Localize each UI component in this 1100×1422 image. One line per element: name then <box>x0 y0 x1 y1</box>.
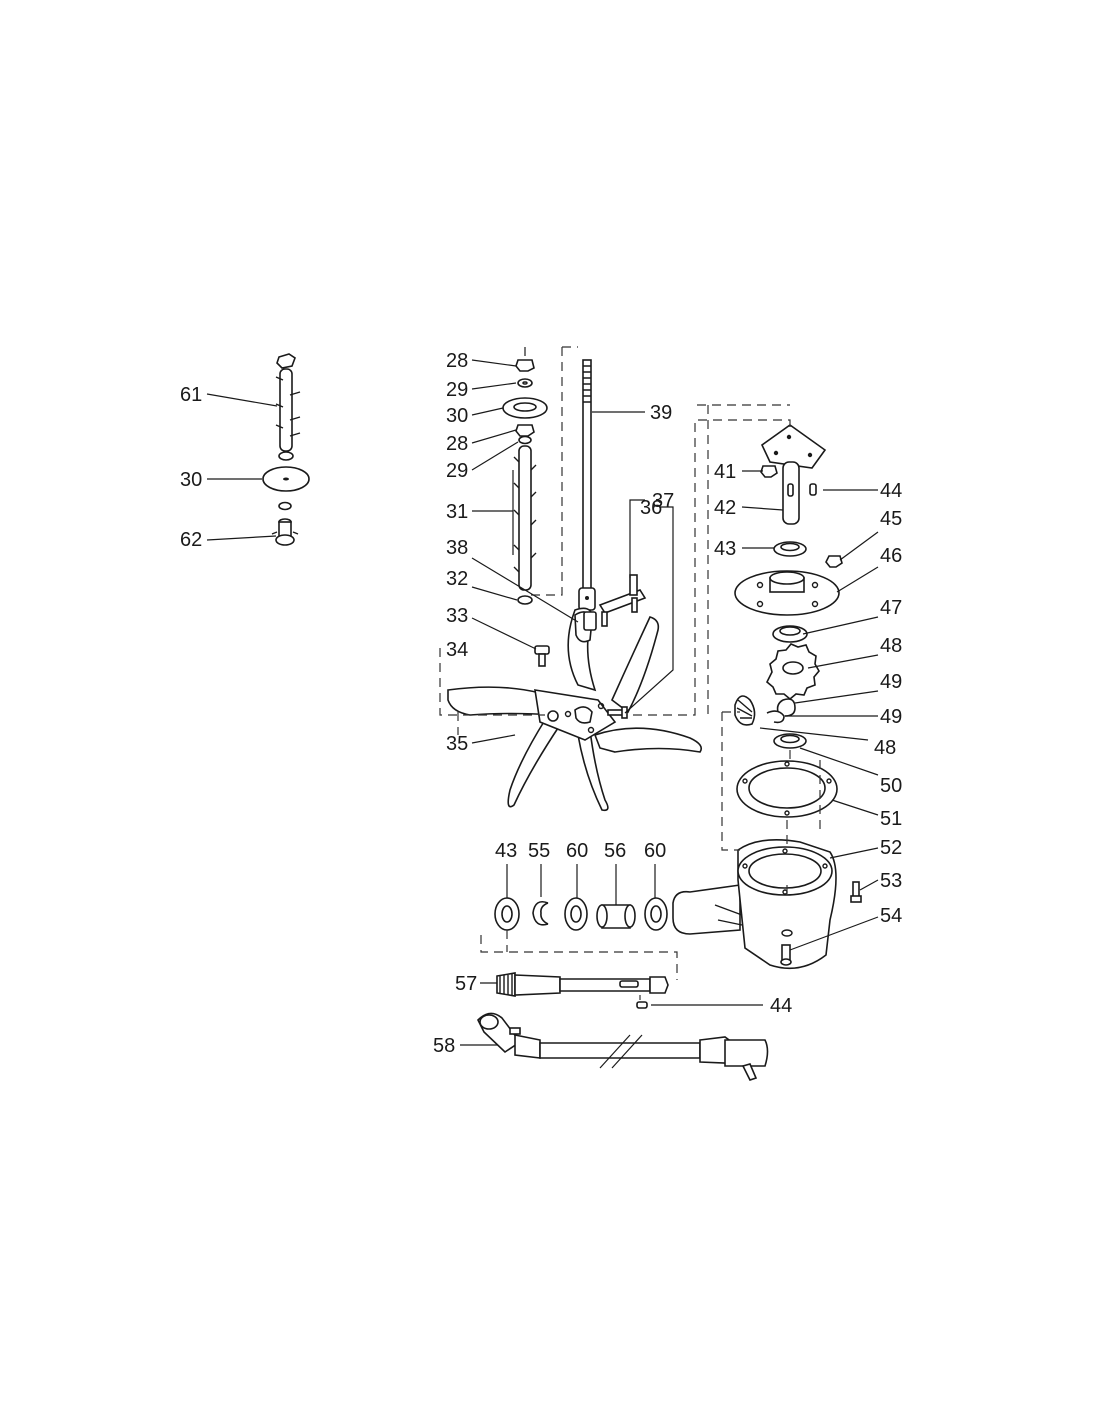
nut-45 <box>825 555 843 568</box>
bolt-36 <box>607 706 628 719</box>
hinge-32 <box>583 611 597 631</box>
part-30-disc <box>262 466 310 492</box>
callout-37: 37 <box>652 490 674 512</box>
callout-58: 58 <box>433 1035 455 1057</box>
part-57-input-shaft <box>496 972 669 997</box>
callout-57: 57 <box>455 973 477 995</box>
callout-60: 60 <box>566 840 588 862</box>
callout-52: 52 <box>880 837 902 859</box>
callout-28: 28 <box>446 350 468 372</box>
nut <box>515 359 535 372</box>
part-62-hub <box>271 518 299 546</box>
seal-43 <box>773 541 807 557</box>
tine-blade <box>577 728 609 812</box>
callout-31: 31 <box>446 501 468 523</box>
bolt-53 <box>850 881 862 903</box>
callout-41: 41 <box>714 461 736 483</box>
part-39-rod <box>578 359 596 611</box>
callout-43: 43 <box>495 840 517 862</box>
callout-29: 29 <box>446 379 468 401</box>
callout-labels: 61 30 62 28 29 30 28 29 31 38 32 33 34 3… <box>180 350 902 1057</box>
gearbox-stack <box>672 424 862 970</box>
callout-47: 47 <box>880 597 902 619</box>
bearing-60a <box>564 897 588 931</box>
callout-60: 60 <box>644 840 666 862</box>
callout-42: 42 <box>714 497 736 519</box>
part-61-shaft <box>275 353 301 452</box>
callout-30: 30 <box>446 405 468 427</box>
seal-43b <box>494 897 520 931</box>
callout-44: 44 <box>770 995 792 1017</box>
dashed-guide-lines <box>439 346 821 1000</box>
callout-49: 49 <box>880 671 902 693</box>
callout-48: 48 <box>874 737 896 759</box>
callout-29: 29 <box>446 460 468 482</box>
tine-blade <box>507 719 562 808</box>
washer <box>278 501 292 511</box>
callout-62: 62 <box>180 529 202 551</box>
tine-blade <box>611 616 660 714</box>
callout-44: 44 <box>880 480 902 502</box>
washer <box>517 378 533 388</box>
bolt-33 <box>534 645 550 667</box>
part-42-flange-shaft <box>760 424 827 525</box>
callout-33: 33 <box>446 605 468 627</box>
washer <box>278 451 294 461</box>
callout-51: 51 <box>880 808 902 830</box>
bolt-54 <box>780 944 792 966</box>
callout-50: 50 <box>880 775 902 797</box>
callout-35: 35 <box>446 733 468 755</box>
bearing-60b <box>644 897 668 931</box>
callout-48: 48 <box>880 635 902 657</box>
callout-53: 53 <box>880 870 902 892</box>
part-46-plate <box>734 570 840 616</box>
bottom-row <box>494 897 668 931</box>
callout-30: 30 <box>180 469 202 491</box>
washer <box>518 435 532 445</box>
clip <box>574 706 593 724</box>
part-31-tine-shaft <box>513 445 537 591</box>
tine-blade <box>447 686 562 716</box>
callout-56: 56 <box>604 840 626 862</box>
leader-lines <box>206 359 879 1046</box>
part-52-gear-housing <box>672 838 837 970</box>
spacer-56 <box>596 904 636 929</box>
bearing-47 <box>772 625 808 643</box>
callout-34: 34 <box>446 639 468 661</box>
circlip-49b <box>766 710 785 724</box>
callout-32: 32 <box>446 568 468 590</box>
callout-49: 49 <box>880 706 902 728</box>
washer <box>517 595 533 605</box>
gear-48-bevel <box>734 695 756 726</box>
tine-blade <box>593 727 703 753</box>
nut <box>515 424 535 437</box>
callout-55: 55 <box>528 840 550 862</box>
circlip-55 <box>532 900 549 926</box>
callout-36: 36 <box>640 497 662 519</box>
center-stack <box>502 347 548 605</box>
callout-39: 39 <box>650 402 672 424</box>
tine-rotor <box>447 574 703 812</box>
key-44b <box>636 1001 648 1009</box>
nut-34 <box>547 710 559 722</box>
callout-38: 38 <box>446 537 468 559</box>
callout-54: 54 <box>880 905 902 927</box>
nut-41 <box>760 465 778 478</box>
left-assembly <box>262 353 310 546</box>
callout-43: 43 <box>714 538 736 560</box>
bracket-37 <box>598 574 647 627</box>
callout-45: 45 <box>880 508 902 530</box>
callout-46: 46 <box>880 545 902 567</box>
key-44 <box>809 483 817 496</box>
callout-28: 28 <box>446 433 468 455</box>
bearing-50 <box>773 733 807 749</box>
gear-48 <box>766 643 820 701</box>
part-58-pto-shaft <box>477 1012 769 1081</box>
callout-61: 61 <box>180 384 202 406</box>
gasket-51 <box>736 760 838 818</box>
